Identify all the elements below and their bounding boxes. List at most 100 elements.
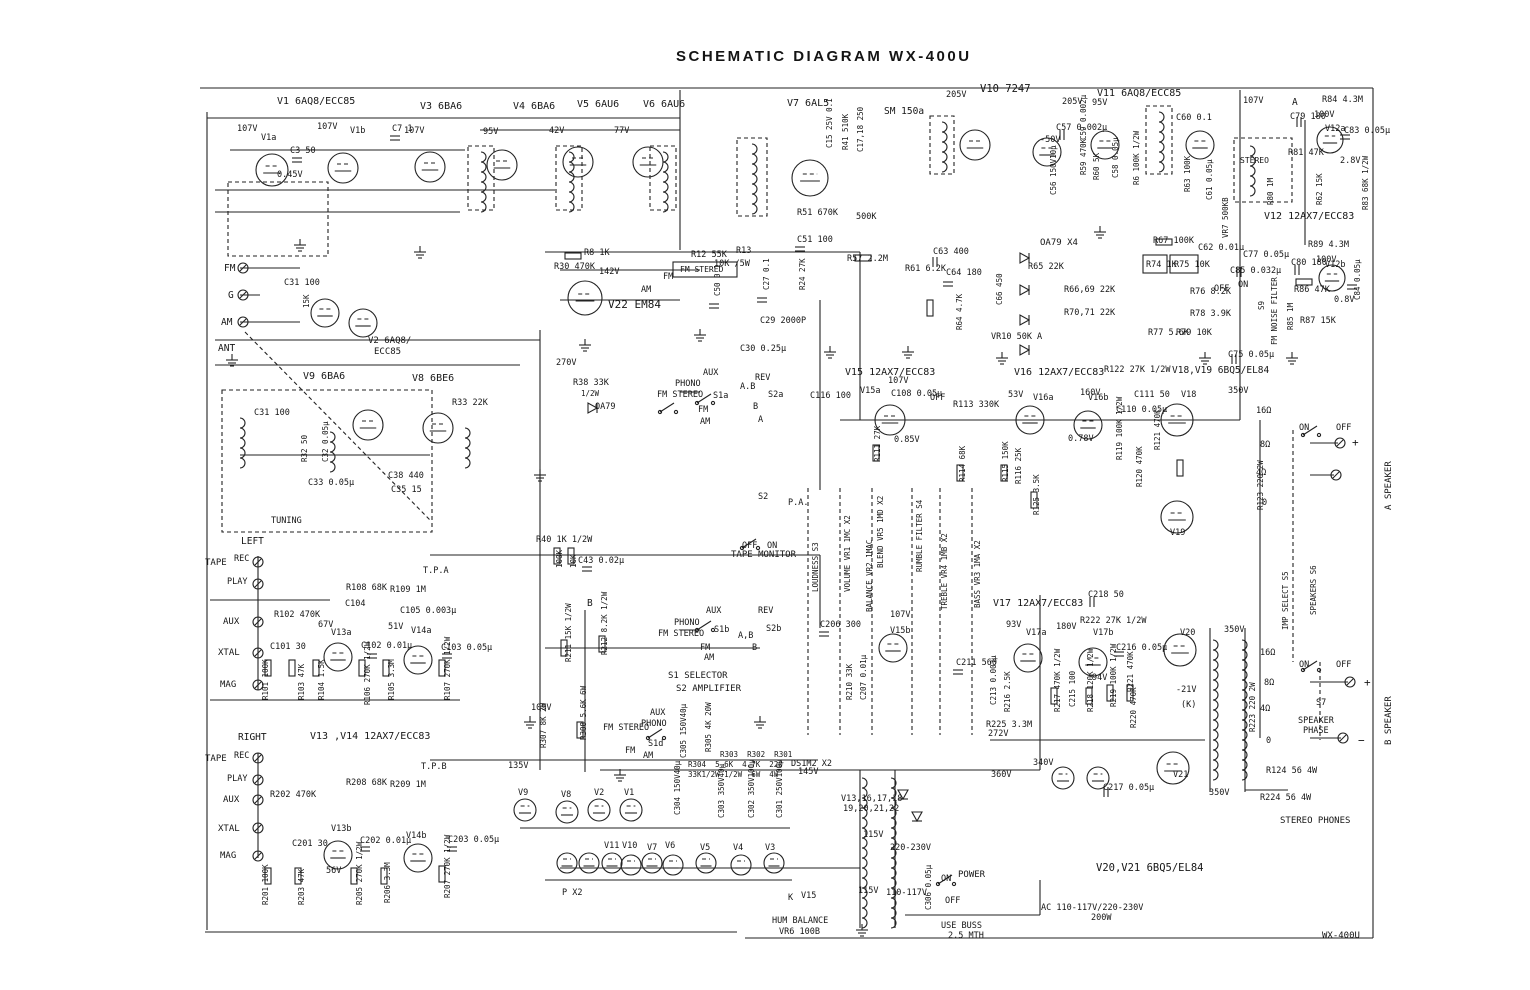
tube-symbol xyxy=(662,854,684,876)
tube-symbol xyxy=(323,840,353,870)
schematic-label: DS1M2 X2 xyxy=(791,759,832,769)
schematic-label: V17b xyxy=(1093,628,1114,638)
tube-symbol xyxy=(601,852,623,874)
schematic-label: C110 0.05μ xyxy=(1116,405,1168,415)
schematic-label: R308 5.6K 6W xyxy=(579,685,588,740)
schematic-label: R124 56 4W xyxy=(1266,766,1318,776)
schematic-label: R66,69 22K xyxy=(1064,285,1116,295)
shield-box xyxy=(227,181,329,257)
diode-symbol xyxy=(1019,314,1031,326)
switch-contact xyxy=(951,881,957,887)
schematic-label: BALANCE VR2 1MAC xyxy=(865,539,874,612)
schematic-label: ON xyxy=(941,874,952,884)
schematic-label: OA79 xyxy=(595,402,616,412)
resistor-symbol xyxy=(567,547,575,565)
schematic-label: 200W xyxy=(1091,913,1112,923)
schematic-label: 115V xyxy=(858,886,879,896)
schematic-label: R76 8.2K xyxy=(1190,287,1231,297)
schematic-label: C211 560 xyxy=(956,658,997,668)
schematic-label: R303 R302 R301 xyxy=(720,750,793,759)
terminal xyxy=(252,556,264,568)
schematic-label: C305 150V40μ xyxy=(679,703,688,758)
schematic-label: VR6 100B xyxy=(779,927,820,937)
schematic-label: C306 0.05μ xyxy=(924,864,933,910)
tube-symbol xyxy=(1160,500,1194,534)
schematic-label: POWER xyxy=(958,870,986,880)
schematic-label: R212 8.2K 1/2W xyxy=(600,591,609,655)
coil-symbol xyxy=(890,777,897,929)
tube-symbol xyxy=(352,409,384,441)
tube-symbol xyxy=(323,642,353,672)
schematic-label: 145V xyxy=(798,767,819,777)
schematic-label: C103 0.05μ xyxy=(441,643,493,653)
schematic-label: 350V xyxy=(1209,788,1230,798)
switch-contact xyxy=(710,400,716,406)
schematic-label: A,B xyxy=(738,631,754,641)
schematic-label: C80 180 xyxy=(1291,258,1327,268)
coil-symbol xyxy=(480,151,487,213)
schematic-label: 350V xyxy=(1224,625,1245,635)
schematic-label: C64 180 xyxy=(946,268,982,278)
schematic-label: OFF xyxy=(930,393,946,403)
tube-symbol xyxy=(1013,643,1043,673)
schematic-label: C84 0.05μ xyxy=(1353,259,1362,300)
resistor-symbol xyxy=(264,867,272,885)
terminal xyxy=(252,616,264,628)
schematic-label: MAG xyxy=(220,851,237,861)
schematic-label: S1a xyxy=(713,391,729,401)
schematic-label: V5 6AU6 xyxy=(577,99,620,110)
resistor-symbol xyxy=(560,639,568,657)
schematic-label: T.P.B xyxy=(421,762,447,772)
schematic-label: V4 xyxy=(733,843,744,853)
schematic-label: 77V xyxy=(614,126,630,136)
resistor-symbol xyxy=(294,867,302,885)
schematic-label: S1d xyxy=(648,739,664,749)
coil-symbol xyxy=(941,121,948,173)
tube-symbol xyxy=(555,800,579,824)
schematic-label: PHONO xyxy=(675,379,701,389)
terminal-slash xyxy=(254,852,262,860)
switch-lever xyxy=(937,874,953,885)
schematic-label: − xyxy=(1358,734,1365,747)
schematic-label: R89 4.3M xyxy=(1308,240,1349,250)
schematic-label: R103 47K xyxy=(297,663,306,700)
schematic-label: R38 33K xyxy=(573,378,609,388)
coil-symbol xyxy=(464,427,471,469)
schematic-label: C213 0.003μ xyxy=(989,655,998,705)
schematic-label: V21 xyxy=(1173,770,1189,780)
schematic-label: C75 0.05μ xyxy=(1228,350,1275,360)
switch-contact xyxy=(645,735,651,741)
schematic-label: R12 55K xyxy=(691,250,727,260)
schematic-label: FM STEREO xyxy=(657,390,704,400)
schematic-label: V3 6BA6 xyxy=(420,101,463,112)
schematic-label: R211 15K 1/2W xyxy=(564,603,573,662)
schematic-label: R64 4.7K xyxy=(955,293,964,330)
schematic-label: V14b xyxy=(406,831,427,841)
schematic-label: C101 30 xyxy=(270,642,306,652)
schematic-label: R114 68K xyxy=(958,445,967,482)
schematic-label: C85 0.032μ xyxy=(1230,266,1282,276)
schematic-label: AUX xyxy=(223,795,240,805)
tube-symbol xyxy=(567,280,603,316)
schematic-label: C79 180 xyxy=(1290,112,1326,122)
schematic-label: V17a xyxy=(1026,628,1047,638)
schematic-label: TAPE MONITOR xyxy=(731,550,797,560)
schematic-label: C207 0.01μ xyxy=(859,654,868,700)
schematic-label: R81 47K xyxy=(1288,148,1324,158)
terminal-slash xyxy=(1336,439,1344,447)
schematic-label: C35 15 xyxy=(391,485,422,495)
terminal-slash xyxy=(254,649,262,657)
schematic-label: 220-230V xyxy=(890,843,931,853)
schematic-label: 10K xyxy=(569,554,578,568)
schematic-label: V7 xyxy=(647,843,658,853)
schematic-label: 205V xyxy=(946,90,967,100)
schematic-label: V20,V21 6BQ5/EL84 xyxy=(1096,862,1204,874)
terminal xyxy=(1330,469,1342,481)
tube-symbol xyxy=(1163,633,1197,667)
resistor-symbol xyxy=(1085,687,1093,705)
schematic-label: C108 0.05μ xyxy=(891,389,943,399)
tube-symbol xyxy=(763,852,785,874)
tube-symbol xyxy=(486,149,518,181)
schematic-label: AM xyxy=(700,417,711,427)
